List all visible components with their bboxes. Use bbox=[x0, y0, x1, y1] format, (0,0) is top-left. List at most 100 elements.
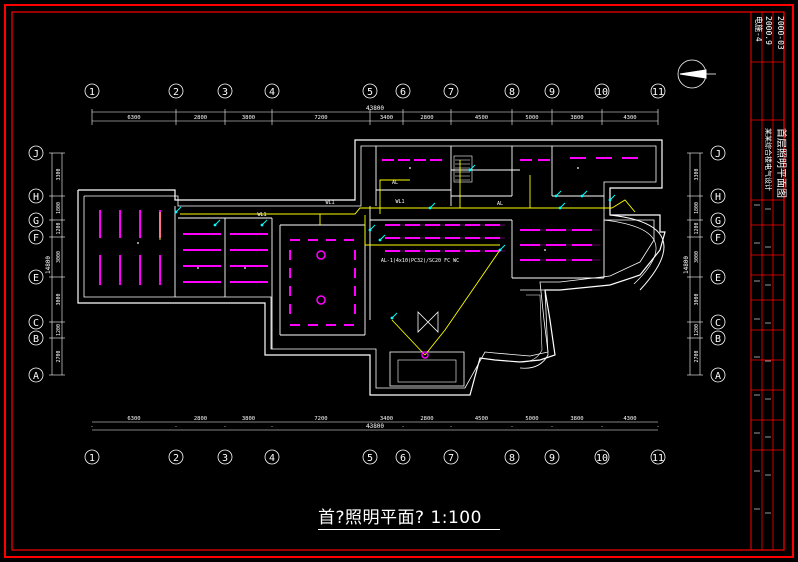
axis-bubble-G bbox=[710, 212, 726, 228]
dimension-span: 7200 bbox=[314, 115, 327, 121]
entrance-door-icon bbox=[417, 311, 439, 333]
switch-dot bbox=[368, 228, 372, 232]
dimension-span: 1200 bbox=[56, 324, 62, 336]
axis-bubble-7 bbox=[443, 83, 459, 99]
axis-bubble-5 bbox=[362, 83, 378, 99]
dimension-span: 3000 bbox=[694, 251, 700, 263]
dimension-span: 2800 bbox=[420, 416, 433, 422]
dimension-span: 6300 bbox=[127, 416, 140, 422]
title-block-date: 2000-03 bbox=[776, 16, 785, 50]
axis-label-3: 3 bbox=[222, 87, 228, 98]
drawing-caption: 首?照明平面? 1:100 bbox=[318, 508, 482, 528]
ceiling-light bbox=[316, 295, 326, 305]
axis-label-F: F bbox=[33, 233, 39, 244]
axis-bubble-J bbox=[710, 145, 726, 161]
dimension-span: 1800 bbox=[694, 202, 700, 214]
axis-label-G: G bbox=[33, 216, 39, 227]
axis-bubble-6 bbox=[395, 449, 411, 465]
canopy-wall-inner bbox=[521, 294, 543, 363]
switch-dot bbox=[580, 194, 584, 198]
axis-label-A: A bbox=[33, 371, 39, 382]
switch-dot bbox=[468, 168, 472, 172]
room-tag-dot bbox=[577, 167, 579, 169]
title-block-sheet-title: 首层照明平面图 bbox=[775, 128, 788, 198]
dimension-span: 7200 bbox=[314, 416, 327, 422]
axis-bubble-2 bbox=[168, 449, 184, 465]
axis-label-1: 1 bbox=[89, 87, 95, 98]
title-block-date: 电施-4 bbox=[754, 16, 764, 42]
dimension-span: 4300 bbox=[623, 115, 636, 121]
wire-run bbox=[424, 249, 501, 356]
axis-label-C: C bbox=[33, 318, 39, 329]
axis-label-4: 4 bbox=[269, 87, 275, 98]
title-block-date: 2000.9 bbox=[764, 16, 773, 45]
axis-bubble-4 bbox=[264, 449, 280, 465]
wire-run bbox=[364, 215, 500, 246]
title-block-project: 某某综合楼电气设计 bbox=[764, 128, 773, 191]
axis-bubble-J bbox=[28, 145, 44, 161]
axis-bubble-F bbox=[710, 229, 726, 245]
axis-bubble-2 bbox=[168, 83, 184, 99]
axis-label-J: J bbox=[33, 149, 39, 160]
switch-dot bbox=[558, 206, 562, 210]
axis-bubble-11 bbox=[650, 83, 666, 99]
curved-wall-inner bbox=[603, 219, 657, 285]
axis-label-8: 8 bbox=[509, 87, 515, 98]
room-tag-dot bbox=[244, 267, 246, 269]
circuit-label: WL1 bbox=[257, 212, 266, 218]
axis-bubble-7 bbox=[443, 449, 459, 465]
axis-bubble-9 bbox=[544, 83, 560, 99]
axis-bubble-4 bbox=[264, 83, 280, 99]
porch-light bbox=[421, 351, 429, 359]
dimension-span: 3400 bbox=[380, 416, 393, 422]
axis-label-C: C bbox=[715, 318, 721, 329]
switch-dot bbox=[498, 248, 502, 252]
axis-label-2: 2 bbox=[173, 453, 179, 464]
axis-bubble-A bbox=[28, 367, 44, 383]
dimension-total: 43800 bbox=[366, 423, 384, 430]
switch-dot bbox=[174, 210, 178, 214]
axis-label-8: 8 bbox=[509, 453, 515, 464]
axis-label-3: 3 bbox=[222, 453, 228, 464]
switch-dot bbox=[260, 223, 264, 227]
axis-bubble-A bbox=[710, 367, 726, 383]
axis-label-E: E bbox=[33, 273, 39, 284]
axis-label-4: 4 bbox=[269, 453, 275, 464]
building-inner-wall bbox=[83, 145, 657, 389]
axis-label-E: E bbox=[715, 273, 721, 284]
dimension-span: 3300 bbox=[694, 168, 700, 180]
dimension-span: 2800 bbox=[194, 115, 207, 121]
dimension-span: 3000 bbox=[694, 293, 700, 305]
axis-bubble-1 bbox=[84, 449, 100, 465]
axis-bubble-C bbox=[710, 314, 726, 330]
stair-well bbox=[453, 155, 473, 183]
axis-bubble-B bbox=[28, 330, 44, 346]
curved-wall bbox=[609, 214, 665, 291]
axis-bubble-3 bbox=[217, 449, 233, 465]
dimension-span: 5000 bbox=[525, 416, 538, 422]
dimension-span: 1800 bbox=[56, 202, 62, 214]
dimension-span: 3300 bbox=[56, 168, 62, 180]
axis-bubble-10 bbox=[594, 449, 610, 465]
axis-bubble-H bbox=[710, 188, 726, 204]
axis-bubble-F bbox=[28, 229, 44, 245]
dimension-span: 1200 bbox=[56, 222, 62, 234]
axis-label-B: B bbox=[33, 334, 39, 345]
sheet-border-outer bbox=[4, 4, 794, 558]
dimension-span: 1200 bbox=[694, 324, 700, 336]
dimension-total: 43800 bbox=[366, 105, 384, 112]
axis-label-10: 10 bbox=[596, 87, 608, 98]
circuit-note: AL-1(4x10(PC32)/SC20 FC WC bbox=[381, 258, 459, 264]
circuit-label: WL1 bbox=[325, 200, 334, 206]
switch-dot bbox=[390, 316, 394, 320]
axis-bubble-6 bbox=[395, 83, 411, 99]
axis-bubble-11 bbox=[650, 449, 666, 465]
circuit-label: WL1 bbox=[395, 199, 404, 205]
axis-label-10: 10 bbox=[596, 453, 608, 464]
panel-label: AL bbox=[497, 201, 503, 207]
axis-bubble-3 bbox=[217, 83, 233, 99]
panel-label: AL bbox=[392, 180, 398, 186]
axis-label-5: 5 bbox=[367, 87, 373, 98]
dimension-span: 3000 bbox=[56, 293, 62, 305]
